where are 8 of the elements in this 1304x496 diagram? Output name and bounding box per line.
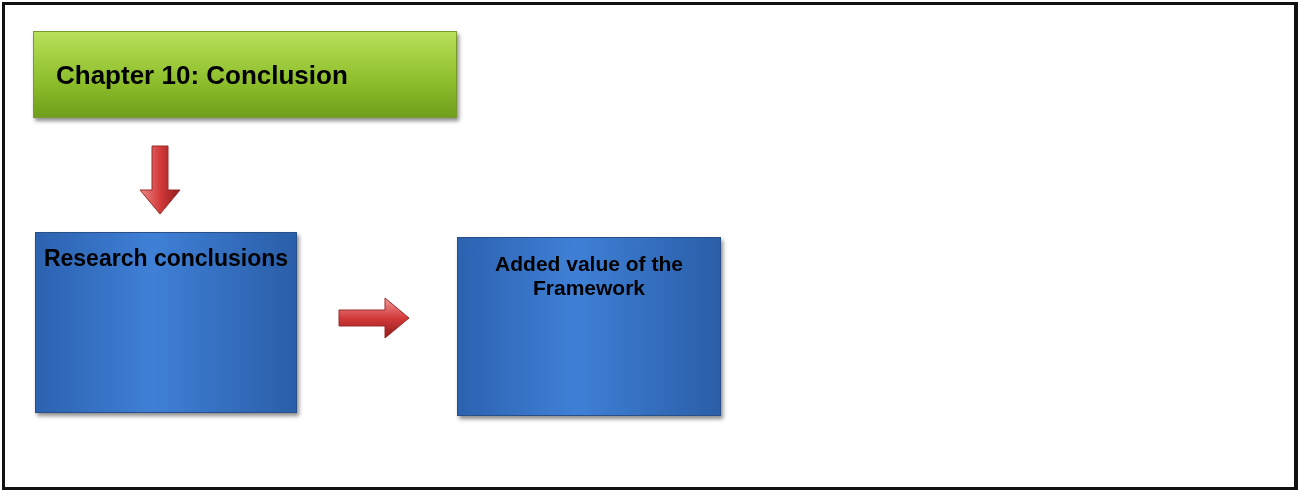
block-arrow (139, 145, 181, 215)
heading-text: Chapter 10: Conclusion (56, 60, 349, 91)
title-box (33, 31, 457, 118)
box-label: Added value of the Framework (494, 252, 684, 300)
box-label: Research conclusions (42, 245, 290, 272)
process-box (457, 237, 721, 416)
process-box (35, 232, 297, 413)
block-arrow (338, 297, 410, 339)
